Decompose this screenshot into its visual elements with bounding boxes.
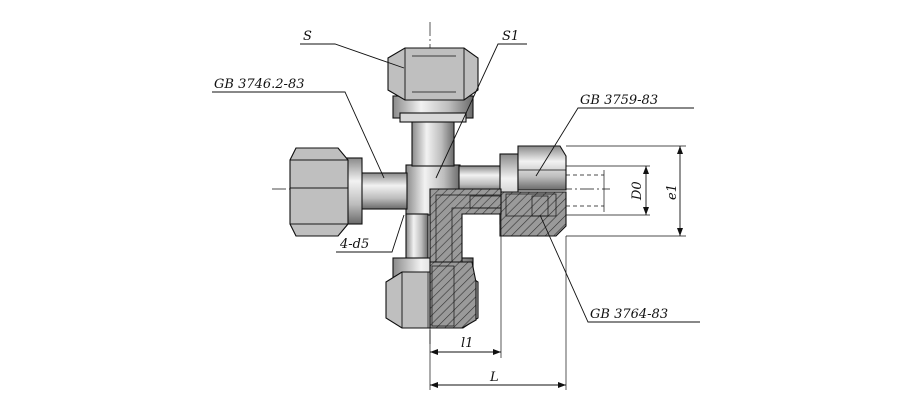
leader-lines	[212, 43, 700, 323]
internal-passage-section	[429, 188, 502, 263]
label-s1: S1	[502, 29, 519, 44]
label-gb-3746: GB 3746.2-83	[214, 77, 305, 92]
dimension-l1-l	[429, 214, 567, 390]
label-gb-3764: GB 3764-83	[590, 307, 668, 322]
bottom-hex-nut	[385, 257, 479, 329]
label-holes-4-d5: 4-d5	[339, 237, 369, 252]
label-s: S	[303, 29, 312, 44]
label-l: L	[489, 370, 499, 385]
right-hex-nut	[499, 145, 567, 237]
top-hex-nut	[387, 47, 479, 123]
label-l1: l1	[461, 336, 473, 351]
label-d0: D0	[630, 181, 645, 201]
dimension-d0-e1	[566, 145, 686, 237]
label-gb-3759: GB 3759-83	[580, 93, 658, 108]
left-hex-nut	[289, 147, 363, 237]
label-e1: e1	[665, 184, 680, 200]
